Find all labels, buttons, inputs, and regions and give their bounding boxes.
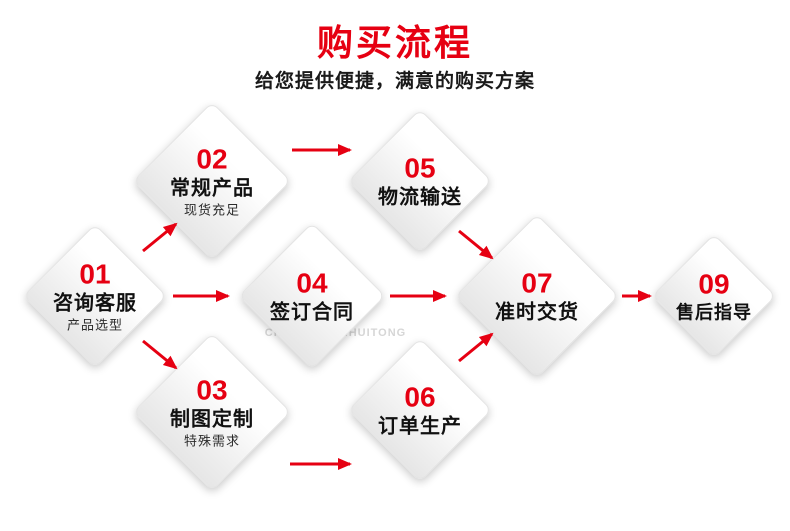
step-sublabel: 现货充足 — [183, 202, 240, 218]
arrow-01-02 — [142, 222, 178, 253]
arrow-06-07 — [458, 332, 494, 363]
page-subtitle: 给您提供便捷，满意的购买方案 — [254, 71, 535, 92]
arrow-01-03 — [142, 339, 178, 370]
step-number: 04 — [296, 267, 328, 299]
step-label: 订单生产 — [378, 415, 462, 438]
step-number: 05 — [404, 152, 436, 184]
step-label: 常规产品 — [170, 177, 254, 200]
step-label: 制图定制 — [170, 408, 254, 431]
step-number: 06 — [404, 381, 436, 413]
step-label: 售后指导 — [676, 302, 752, 323]
arrow-05-07 — [458, 229, 494, 260]
step-label: 物流输送 — [378, 186, 462, 209]
step-number: 07 — [521, 267, 553, 299]
step-number: 03 — [196, 374, 228, 406]
step-label: 签订合同 — [270, 301, 354, 324]
step-number: 02 — [196, 143, 228, 175]
step-number: 01 — [79, 258, 111, 290]
step-label: 咨询客服 — [53, 292, 137, 315]
step-sublabel: 产品选型 — [66, 317, 123, 333]
step-label: 准时交货 — [495, 301, 579, 324]
page-title: 购买流程 — [316, 22, 473, 63]
step-number: 09 — [698, 268, 730, 300]
step-sublabel: 特殊需求 — [183, 433, 240, 449]
